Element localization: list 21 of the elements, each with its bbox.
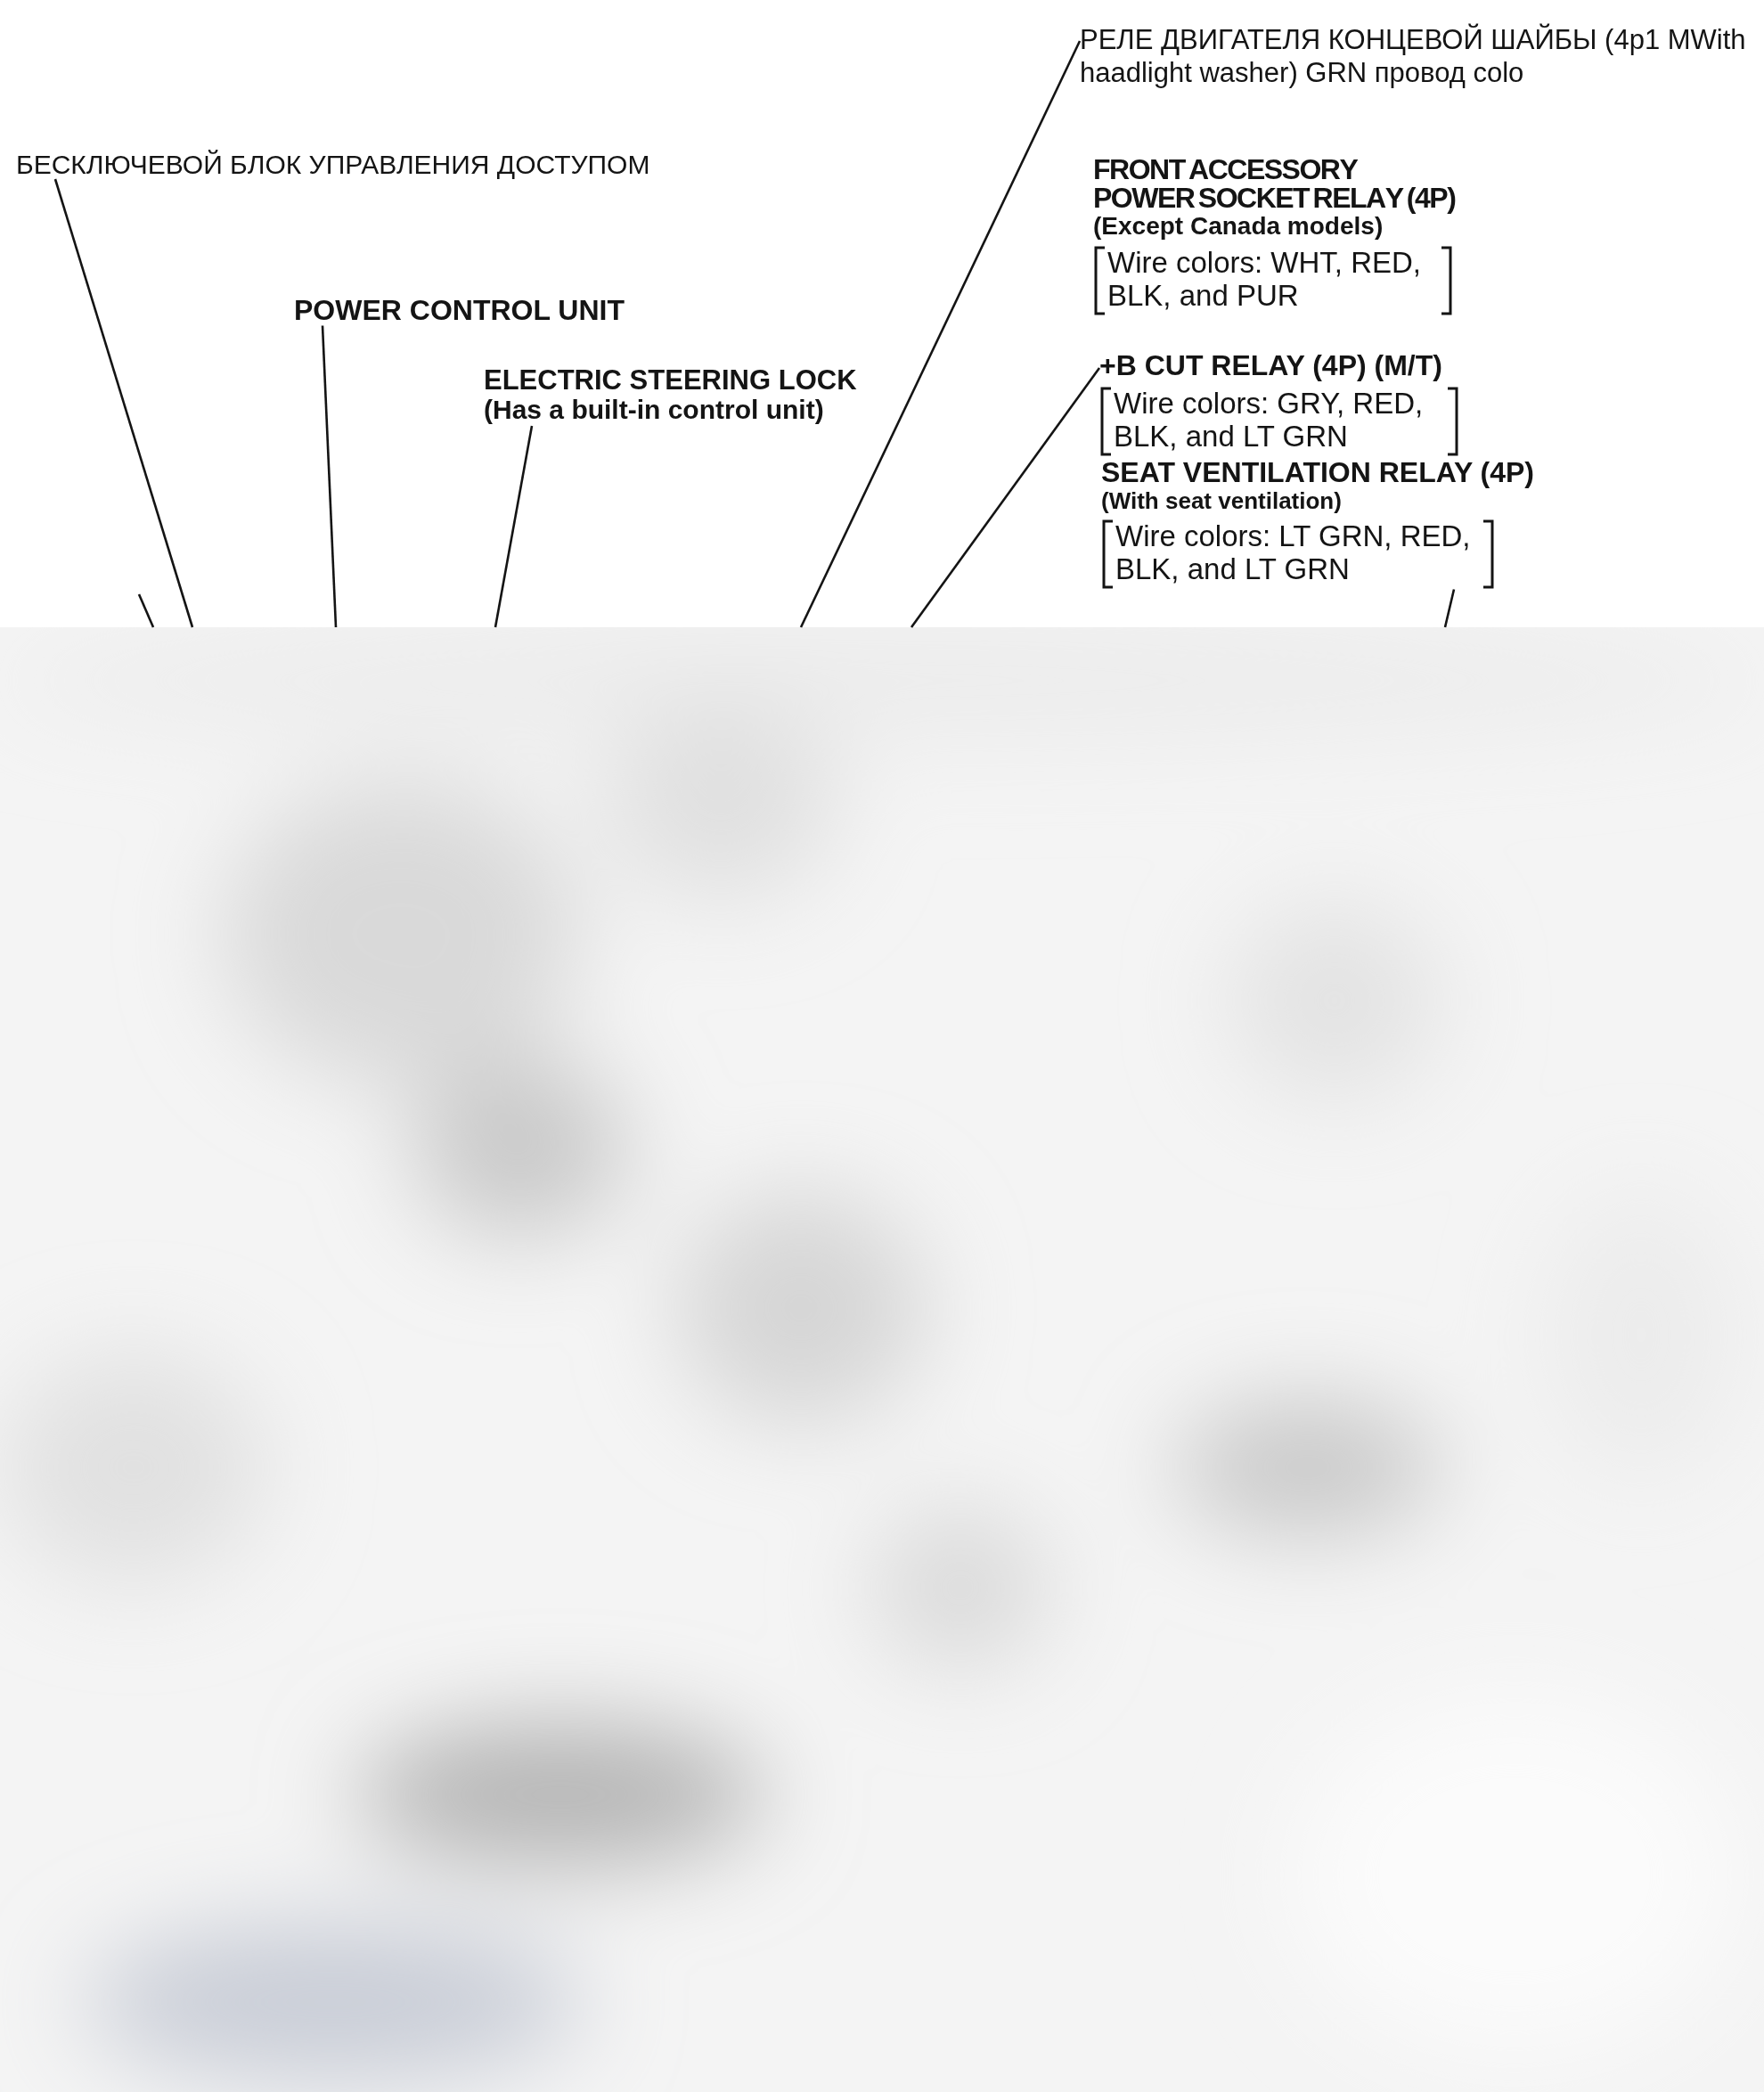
leader-line: [321, 325, 338, 628]
blurred-drawing: [0, 627, 1764, 2092]
wire-color-note: Wire colors: GRY, RED, BLK, and LT GRN: [1113, 386, 1425, 453]
leader-line: [53, 178, 194, 628]
part-label: ELECTRIC STEERING LOCK: [484, 365, 857, 396]
wire-color-note: Wire colors: WHT, RED, BLK, and PUR: [1107, 246, 1422, 313]
part-label: РЕЛЕ ДВИГАТЕЛЯ КОНЦЕВОЙ ШАЙБЫ (4p1 MWith haadlight washer) GRN провод colo: [1080, 23, 1760, 89]
leader-line: [910, 367, 1101, 628]
part-label: +B CUT RELAY (4P) (M/T): [1099, 350, 1443, 381]
part-note: (Has a built-in control unit): [484, 395, 825, 426]
leader-line: [137, 593, 155, 628]
wire-color-note: Wire colors: LT GRN, RED, BLK, and LT GRN: [1115, 519, 1472, 586]
part-note: (With seat ventilation): [1101, 487, 1343, 515]
part-label: POWER CONTROL UNIT: [294, 295, 625, 326]
leader-line: [799, 40, 1082, 628]
leader-line: [1443, 589, 1456, 628]
part-label: SEAT VENTILATION RELAY (4P): [1101, 457, 1534, 488]
part-label: FRONT ACCESSORY POWER SOCKET RELAY (4P): [1093, 155, 1457, 212]
leader-line: [494, 425, 534, 628]
part-label: БЕСКЛЮЧЕВОЙ БЛОК УПРАВЛЕНИЯ ДОСТУПОМ: [16, 150, 650, 179]
part-note: (Except Canada models): [1093, 212, 1384, 241]
